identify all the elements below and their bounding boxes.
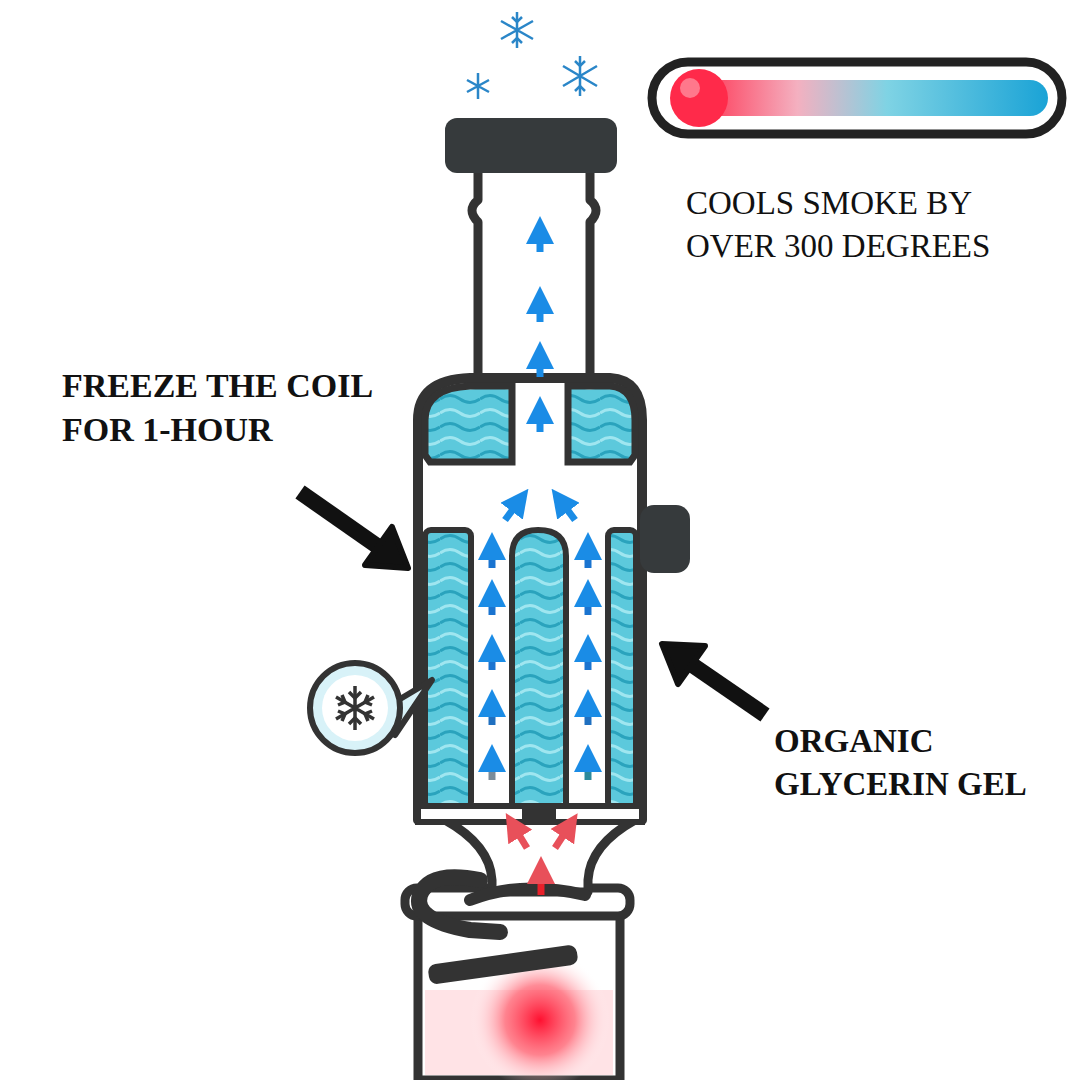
freeze-instruction: FREEZE THE COIL FOR 1-HOUR xyxy=(62,364,407,452)
cooling-note: COOLS SMOKE BY OVER 300 DEGREES xyxy=(686,182,1058,268)
gel-label: ORGANIC GLYCERIN GEL xyxy=(774,720,1074,806)
